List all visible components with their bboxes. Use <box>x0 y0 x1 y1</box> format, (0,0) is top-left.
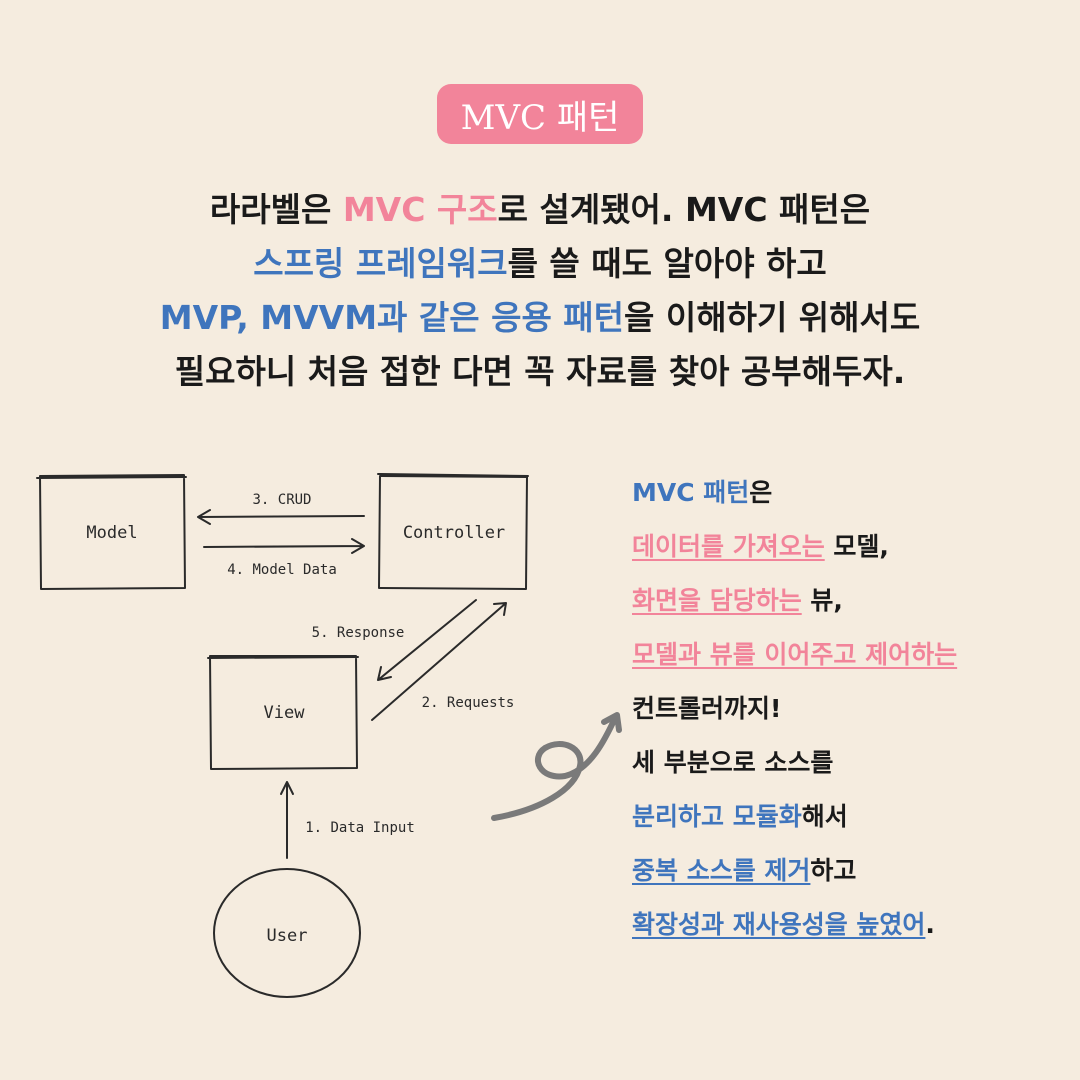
curly-pointer-arrow <box>491 712 622 821</box>
side-line-5: 컨트롤러까지! <box>632 682 1052 736</box>
title-badge: MVC 패턴 <box>437 84 643 144</box>
response-label: 5. Response <box>312 625 405 641</box>
side-line-8: 중복 소스를 제거하고 <box>632 844 1052 898</box>
side-highlight: MVC 패턴 <box>632 478 750 507</box>
intro-text-segment: 를 쓸 때도 알아야 하고 <box>507 244 827 283</box>
data-input-label: 1. Data Input <box>305 820 415 836</box>
side-text: 세 부분으로 소스를 <box>632 748 834 777</box>
crud-arrow <box>197 509 365 525</box>
user-label: User <box>267 926 308 946</box>
intro-highlight-mvc: MVC 구조 <box>342 190 498 229</box>
side-highlight-modular: 분리하고 모듈화 <box>632 802 802 831</box>
user-circle <box>213 868 361 998</box>
intro-line-1: 라라벨은 MVC 구조로 설계됐어. MVC 패턴은 <box>40 183 1040 237</box>
view-label: View <box>264 703 306 723</box>
side-text: 모델, <box>824 532 889 561</box>
side-text: 하고 <box>810 856 857 885</box>
side-line-4: 모델과 뷰를 이어주고 제어하는 <box>632 628 1052 682</box>
side-highlight-dedupe: 중복 소스를 제거 <box>632 856 811 885</box>
intro-highlight-spring: 스프링 프레임워크 <box>253 244 508 283</box>
intro-line-3: MVP, MVVM과 같은 응용 패턴을 이해하기 위해서도 <box>40 291 1040 345</box>
side-text: 해서 <box>801 802 848 831</box>
intro-text: 라라벨은 MVC 구조로 설계됐어. MVC 패턴은 스프링 프레임워크를 쓸 … <box>40 183 1040 399</box>
side-line-3: 화면을 담당하는 뷰, <box>632 574 1052 628</box>
intro-line-4: 필요하니 처음 접한 다면 꼭 자료를 찾아 공부해두자. <box>40 345 1040 399</box>
intro-text-segment: 필요하니 처음 접한 다면 꼭 자료를 찾아 공부해두자. <box>174 352 906 391</box>
side-text: 은 <box>749 478 773 507</box>
side-highlight-model: 데이터를 가져오는 <box>632 532 825 561</box>
controller-box <box>377 473 529 590</box>
intro-highlight-patterns: MVP, MVVM과 같은 응용 패턴 <box>159 298 625 337</box>
controller-label: Controller <box>403 523 505 543</box>
intro-text-segment: 로 설계됐어. MVC 패턴은 <box>497 190 871 229</box>
side-text: 뷰, <box>801 586 843 615</box>
model-data-arrow <box>203 538 365 554</box>
data-input-arrow <box>280 781 294 859</box>
side-line-2: 데이터를 가져오는 모델, <box>632 520 1052 574</box>
side-line-9: 확장성과 재사용성을 높였어. <box>632 898 1052 952</box>
intro-text-segment: 을 이해하기 위해서도 <box>624 298 921 337</box>
crud-label: 3. CRUD <box>252 492 311 508</box>
side-line-1: MVC 패턴은 <box>632 466 1052 520</box>
intro-line-2: 스프링 프레임워크를 쓸 때도 알아야 하고 <box>40 237 1040 291</box>
side-highlight-controller: 모델과 뷰를 이어주고 제어하는 <box>632 640 958 669</box>
intro-text-segment: 라라벨은 <box>209 190 343 229</box>
side-highlight-reuse: 확장성과 재사용성을 높였어 <box>632 910 926 939</box>
side-text: 컨트롤러까지! <box>632 694 782 723</box>
side-line-6: 세 부분으로 소스를 <box>632 736 1052 790</box>
model-label: Model <box>86 523 137 543</box>
requests-arrow <box>371 602 507 721</box>
requests-label: 2. Requests <box>422 695 515 711</box>
side-explanation: MVC 패턴은 데이터를 가져오는 모델, 화면을 담당하는 뷰, 모델과 뷰를… <box>632 466 1052 952</box>
side-highlight-view: 화면을 담당하는 <box>632 586 802 615</box>
side-text: . <box>925 910 935 939</box>
model-data-label: 4. Model Data <box>227 562 337 578</box>
view-box <box>207 655 359 770</box>
response-arrow <box>377 599 477 681</box>
model-box <box>36 474 187 590</box>
side-line-7: 분리하고 모듈화해서 <box>632 790 1052 844</box>
